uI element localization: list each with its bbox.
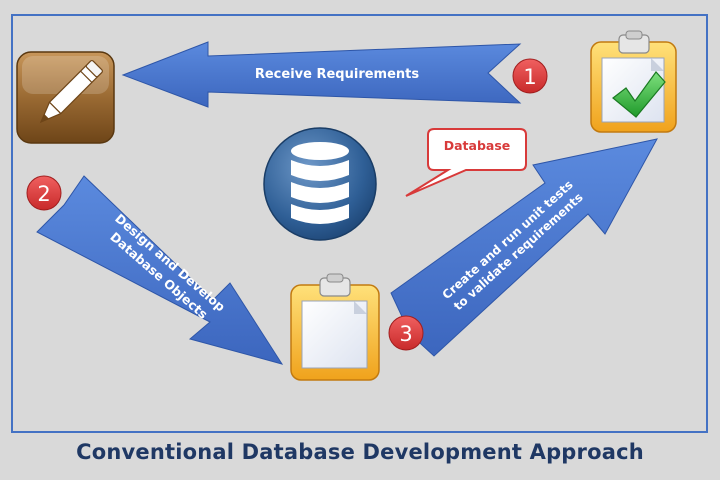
database-callout-label: Database <box>444 138 511 153</box>
step-2-badge: 2 <box>26 175 62 211</box>
step-1-label: Receive Requirements <box>255 67 420 82</box>
step-3-badge: 3 <box>388 315 424 351</box>
database-callout: Database <box>405 128 527 197</box>
step-2-arrow: Design and Develop Database Objects <box>36 175 284 365</box>
diagram-frame <box>11 14 708 433</box>
diagram-title: Conventional Database Development Approa… <box>76 440 644 464</box>
step-3-number: 3 <box>399 322 412 346</box>
step-1-arrow: Receive Requirements <box>121 41 522 108</box>
clipboard-checkmark-icon <box>590 30 677 133</box>
step-3-arrow: Create and run unit tests to validate re… <box>390 138 658 357</box>
pencil-app-icon <box>16 51 115 144</box>
step-2-number: 2 <box>37 182 50 206</box>
step-1-number: 1 <box>523 65 536 89</box>
clipboard-blank-icon <box>290 273 380 381</box>
step-1-badge: 1 <box>512 58 548 94</box>
database-icon <box>263 127 377 241</box>
